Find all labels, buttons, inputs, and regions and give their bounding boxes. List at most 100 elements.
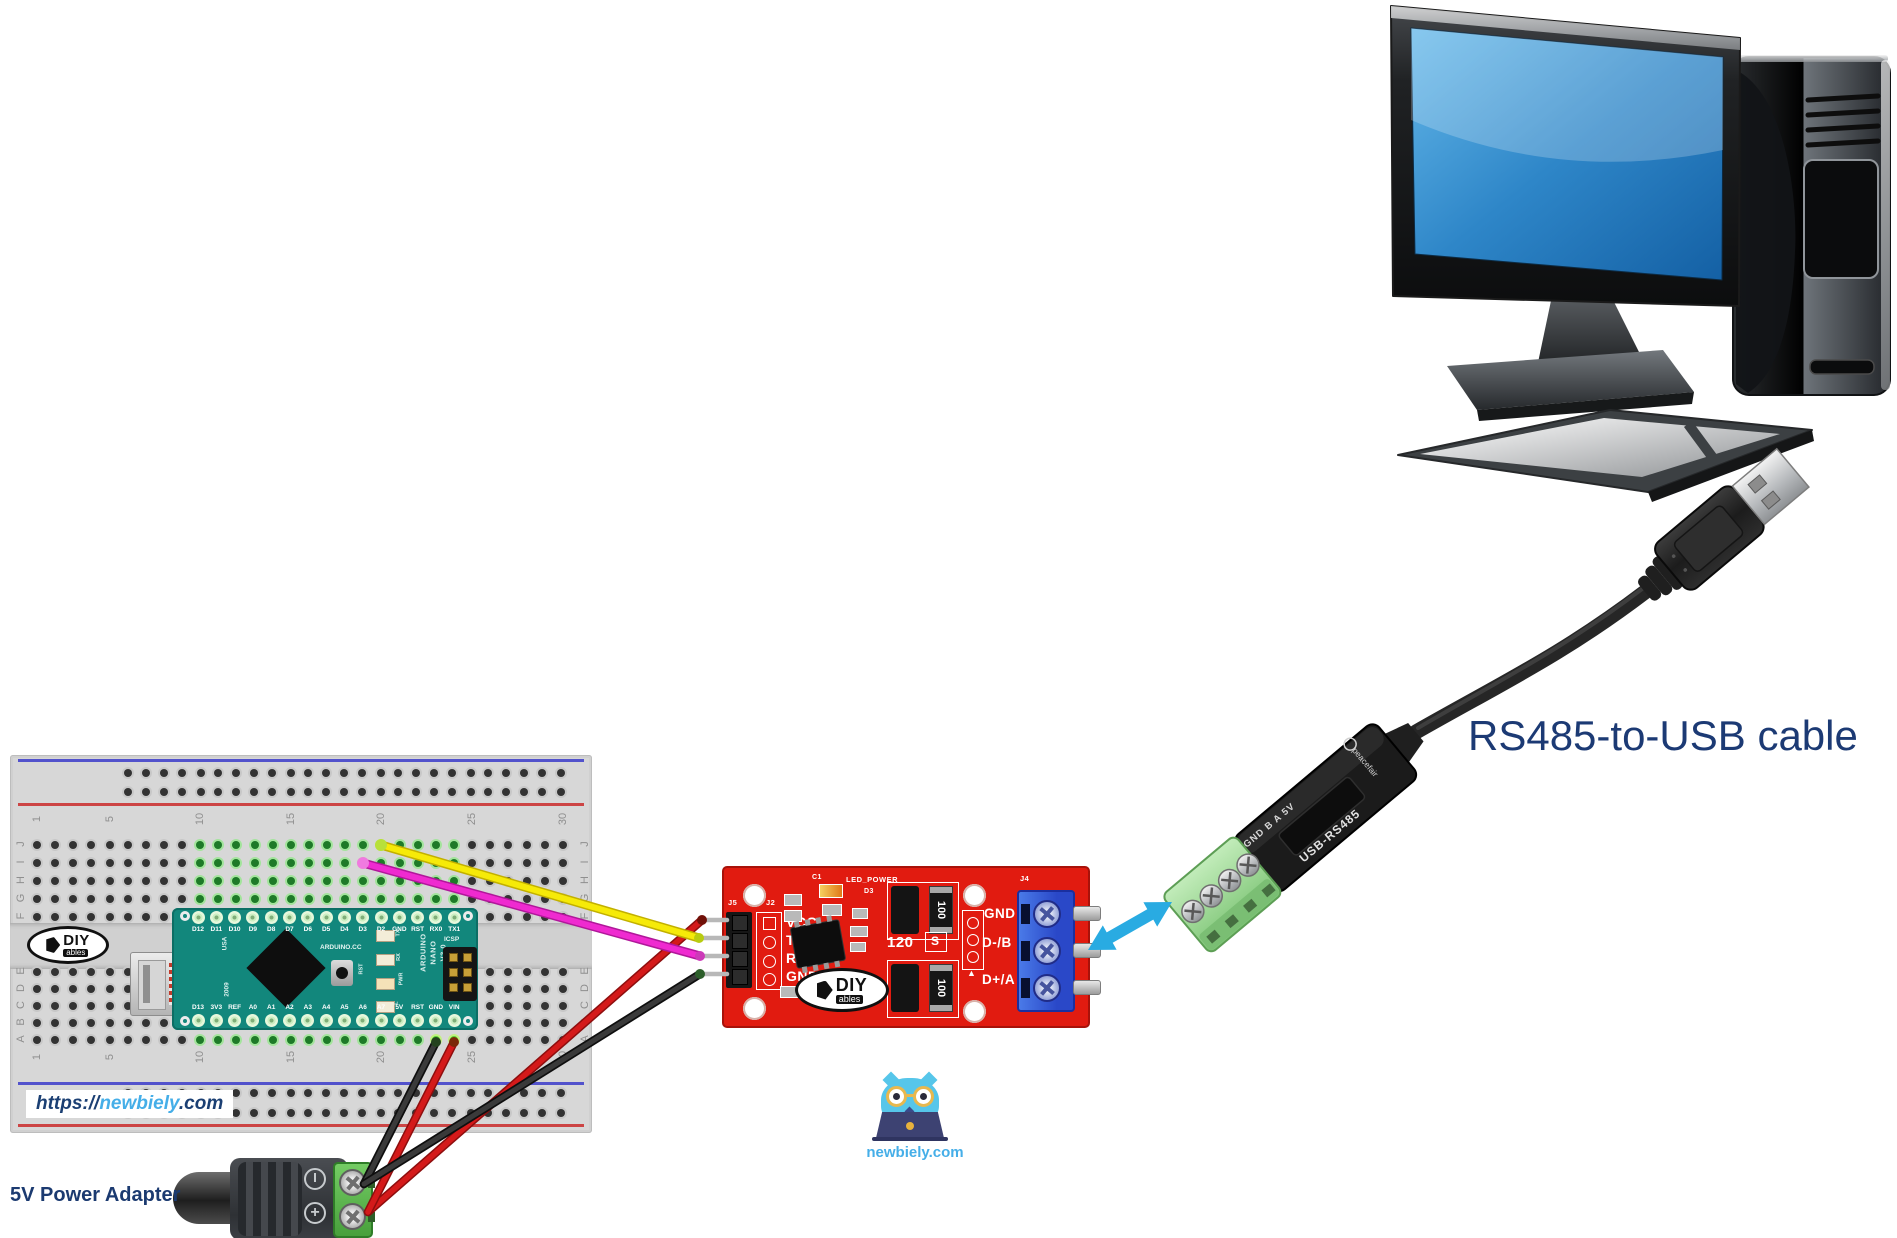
breadboard-hole	[486, 895, 495, 903]
nano-pin-pad	[264, 911, 278, 924]
breadboard-rail-hole	[538, 788, 547, 796]
breadboard-hole	[141, 1019, 150, 1027]
breadboard-hole	[105, 985, 114, 993]
breadboard-hole	[540, 985, 549, 993]
breadboard-hole	[250, 841, 259, 849]
breadboard-hole	[341, 1036, 350, 1044]
breadboard-hole	[141, 877, 150, 885]
breadboard-rail-hole	[340, 1109, 349, 1117]
module-pad-square	[763, 917, 776, 930]
breadboard-hole	[431, 877, 440, 885]
breadboard-rail-hole	[502, 1089, 511, 1097]
breadboard-hole	[250, 877, 259, 885]
mini-usb-slot	[143, 965, 150, 1003]
power-adapter-label: 5V Power Adapter	[10, 1184, 181, 1206]
breadboard-rail-hole	[502, 1109, 511, 1117]
breadboard-rail-hole	[232, 788, 241, 796]
module-pad-round	[763, 973, 776, 986]
breadboard-hole	[486, 1019, 495, 1027]
breadboard-hole	[323, 877, 332, 885]
module-pin-d-a: D+/A	[982, 972, 1016, 987]
owl-eye-icon	[893, 1093, 900, 1100]
breadboard-rail-hole	[430, 788, 439, 796]
breadboard-column-number: 20	[375, 812, 388, 826]
breadboard-hole	[413, 877, 422, 885]
breadboard-hole	[449, 841, 458, 849]
breadboard-hole	[105, 1002, 114, 1010]
breadboard-hole	[522, 859, 531, 867]
breadboard-hole	[504, 968, 513, 976]
breadboard-hole	[159, 841, 168, 849]
module-pad-column	[756, 912, 782, 990]
module-pad-round	[967, 917, 979, 929]
breadboard-column-number: 1	[31, 1053, 43, 1061]
breadboard-hole	[123, 841, 132, 849]
breadboard-rail-hole	[340, 1089, 349, 1097]
breadboard-rail-hole	[430, 1089, 439, 1097]
nano-pin-pad	[337, 1014, 351, 1027]
breadboard-hole	[105, 913, 114, 921]
breadboard-rail-hole	[466, 788, 475, 796]
nano-pin-pad	[228, 1014, 242, 1027]
breadboard-rail-hole	[520, 1109, 529, 1117]
breadboard-row-letter: A	[579, 1035, 591, 1043]
breadboard-rail-hole	[214, 769, 222, 777]
breadboard-hole	[87, 1036, 96, 1044]
breadboard-hole	[33, 985, 41, 993]
nano-icsp-pin	[463, 983, 472, 992]
breadboard-hole	[522, 968, 531, 976]
breadboard-rail-hole	[250, 788, 259, 796]
breadboard-row-letter: G	[579, 893, 591, 903]
module-smd	[822, 904, 842, 916]
breadboard-hole	[33, 1002, 41, 1010]
nano-pin-pad	[283, 1014, 296, 1027]
breadboard-hole	[159, 1019, 168, 1027]
breadboard-column-number: 20	[375, 1050, 388, 1064]
nano-pin-pad	[209, 911, 223, 924]
module-transceiver-ic	[790, 915, 846, 974]
owl-site-label: newbiely.com	[866, 1144, 964, 1161]
breadboard-rail-hole	[268, 788, 277, 796]
nano-year-label: 2009	[223, 982, 231, 997]
nano-icsp-pin	[449, 968, 458, 977]
nano-pin-label: D9	[248, 926, 258, 933]
breadboard-hole	[69, 859, 78, 867]
breadboard-hole	[323, 841, 332, 849]
breadboard-hole	[123, 1036, 132, 1044]
nano-icsp-pin	[463, 953, 472, 962]
nano-led-pwr-label: PWR	[398, 972, 405, 986]
breadboard-rail-hole	[322, 788, 331, 796]
module-pin-d-b: D-/B	[982, 935, 1012, 950]
breadboard-column-number: 25	[466, 812, 479, 826]
breadboard-hole	[178, 877, 187, 885]
breadboard-hole	[377, 1036, 386, 1044]
diy-text: DIY	[63, 932, 90, 949]
nano-pin-label: D4	[340, 926, 349, 933]
breadboard-hole	[178, 895, 187, 903]
module-resistor-array: 100	[929, 886, 953, 934]
nano-pin-pad	[264, 1014, 278, 1027]
nano-rst-label: RST	[358, 963, 365, 975]
breadboard-rail-hole	[286, 1089, 295, 1097]
breadboard-rail-hole	[322, 1089, 331, 1097]
usb-cable-highlight	[1416, 587, 1644, 730]
breadboard-hole	[214, 877, 223, 885]
usb-cable	[1408, 584, 1653, 740]
breadboard-hole	[468, 877, 477, 885]
breadboard-hole	[87, 895, 96, 903]
breadboard-hole	[341, 877, 350, 885]
nano-pin-pad	[191, 911, 205, 924]
module-left-header	[726, 912, 752, 988]
breadboard-hole	[33, 913, 41, 921]
module-res-bottom-value: 100	[934, 978, 947, 998]
breadboard-hole	[377, 877, 386, 885]
breadboard-hole	[431, 895, 440, 903]
breadboard-hole	[196, 859, 205, 867]
breadboard-rail-hole	[484, 769, 492, 777]
terminal-screw	[1033, 900, 1061, 928]
breadboard-column-number: 15	[284, 1050, 297, 1064]
nano-pin-pad	[356, 911, 370, 924]
breadboard-hole	[522, 985, 531, 993]
breadboard-column-number: 30	[556, 1050, 569, 1064]
breadboard-rail-hole	[178, 788, 187, 796]
